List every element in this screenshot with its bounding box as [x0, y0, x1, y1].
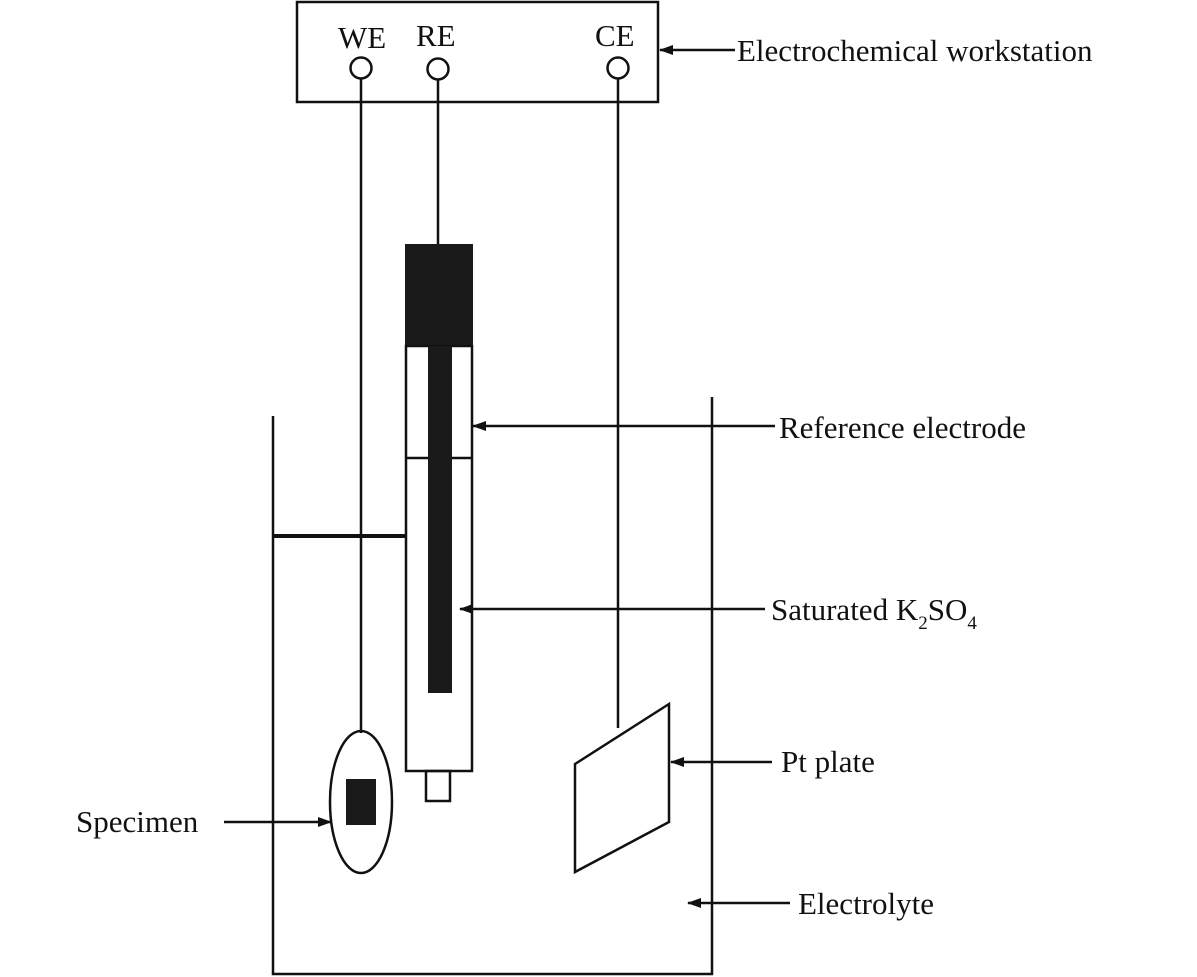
reference-electrode-inner-rod: [428, 346, 452, 693]
we-terminal-label: WE: [338, 20, 386, 55]
reference-electrode-cap: [405, 244, 473, 347]
specimen-label: Specimen: [76, 804, 199, 839]
specimen: [346, 779, 376, 825]
pt-plate: [573, 701, 671, 875]
saturated-subscript-1: 2: [918, 613, 928, 634]
workstation-box: [295, 0, 660, 104]
ce-terminal-label: CE: [595, 18, 635, 53]
electrolyte-label: Electrolyte: [798, 886, 934, 921]
re-terminal-label: RE: [416, 18, 456, 53]
workstation-label: Electrochemical workstation: [737, 33, 1093, 68]
saturated-middle: SO: [928, 592, 968, 627]
saturated-solution-label: Saturated K2SO4: [771, 592, 977, 634]
we-terminal: [349, 56, 373, 80]
saturated-subscript-2: 4: [967, 613, 977, 634]
reference-electrode-tip: [424, 769, 452, 803]
saturated-prefix: Saturated K: [771, 592, 919, 627]
beaker: [271, 397, 714, 976]
reference-electrode-label: Reference electrode: [779, 410, 1026, 445]
re-terminal: [426, 57, 450, 81]
specimen-holder: [328, 729, 394, 875]
pt-plate-label: Pt plate: [781, 744, 875, 779]
ce-terminal: [606, 56, 630, 80]
